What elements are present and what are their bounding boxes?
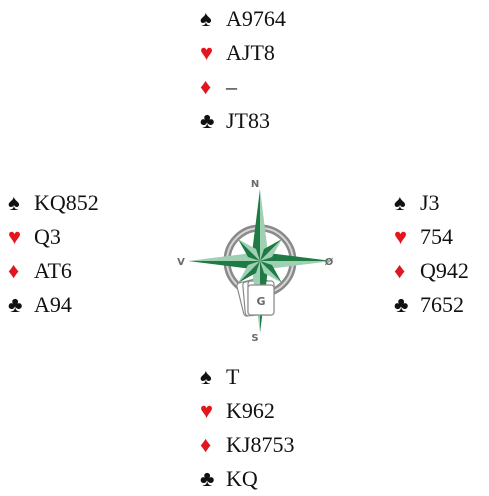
heart-icon: ♥: [8, 224, 22, 249]
east-clubs-cards: 7652: [420, 292, 464, 317]
west-hearts-cards: Q3: [34, 224, 61, 249]
diamond-icon: ♦: [8, 258, 20, 283]
diamond-icon: ♦: [394, 258, 406, 283]
spade-icon: ♠: [394, 190, 406, 215]
spade-icon: ♠: [8, 190, 20, 215]
east-diamonds-row: ♦ Q942: [394, 254, 469, 288]
north-diamonds-cards: –: [226, 74, 237, 99]
west-diamonds-cards: AT6: [34, 258, 72, 283]
east-diamonds-cards: Q942: [420, 258, 469, 283]
south-spades-cards: T: [226, 364, 240, 389]
south-hearts-cards: K962: [226, 398, 275, 423]
east-hearts-cards: 754: [420, 224, 453, 249]
north-clubs-cards: JT83: [226, 108, 270, 133]
club-icon: ♣: [200, 108, 215, 133]
north-hearts-cards: AJT8: [226, 40, 275, 65]
north-hearts-row: ♥ AJT8: [200, 36, 286, 70]
compass-north-label: N: [250, 179, 260, 190]
compass-east-label: Ø: [324, 257, 334, 268]
club-icon: ♣: [394, 292, 409, 317]
club-icon: ♣: [8, 292, 23, 317]
compass-rose: G N S V Ø: [160, 175, 360, 355]
north-diamonds-row: ♦–: [200, 70, 286, 104]
club-icon: ♣: [200, 466, 215, 491]
west-spades-row: ♠ KQ852: [8, 186, 99, 220]
south-hearts-row: ♥ K962: [200, 394, 294, 428]
west-hand: ♠ KQ852 ♥ Q3 ♦ AT6 ♣ A94: [8, 186, 99, 322]
south-clubs-cards: KQ: [226, 466, 258, 491]
south-hand: ♠T ♥K962 ♦KJ8753 ♣KQ: [200, 360, 294, 496]
east-spades-cards: J3: [420, 190, 440, 215]
south-spades-row: ♠T: [200, 360, 294, 394]
east-hearts-row: ♥ 754: [394, 220, 469, 254]
east-spades-row: ♠ J3: [394, 186, 469, 220]
spade-icon: ♠: [200, 364, 212, 389]
south-diamonds-cards: KJ8753: [226, 432, 295, 457]
north-hand: ♠ A9764 ♥ AJT8 ♦– ♣ JT83: [200, 2, 286, 138]
west-clubs-row: ♣ A94: [8, 288, 99, 322]
south-diamonds-row: ♦ KJ8753: [200, 428, 294, 462]
dealer-label: G: [256, 295, 265, 308]
spade-icon: ♠: [200, 6, 212, 31]
west-clubs-cards: A94: [34, 292, 72, 317]
diamond-icon: ♦: [200, 432, 212, 457]
east-hand: ♠ J3 ♥ 754 ♦ Q942 ♣ 7652: [394, 186, 469, 322]
west-diamonds-row: ♦ AT6: [8, 254, 99, 288]
east-clubs-row: ♣ 7652: [394, 288, 469, 322]
compass-south-label: S: [251, 333, 259, 344]
compass-west-label: V: [177, 257, 185, 268]
north-spades-row: ♠ A9764: [200, 2, 286, 36]
heart-icon: ♥: [200, 40, 214, 65]
west-hearts-row: ♥ Q3: [8, 220, 99, 254]
south-clubs-row: ♣ KQ: [200, 462, 294, 496]
heart-icon: ♥: [394, 224, 408, 249]
diamond-icon: ♦: [200, 74, 212, 99]
north-clubs-row: ♣ JT83: [200, 104, 286, 138]
compass-star-icon: G: [188, 189, 332, 333]
west-spades-cards: KQ852: [34, 190, 99, 215]
north-spades-cards: A9764: [226, 6, 286, 31]
heart-icon: ♥: [200, 398, 214, 423]
